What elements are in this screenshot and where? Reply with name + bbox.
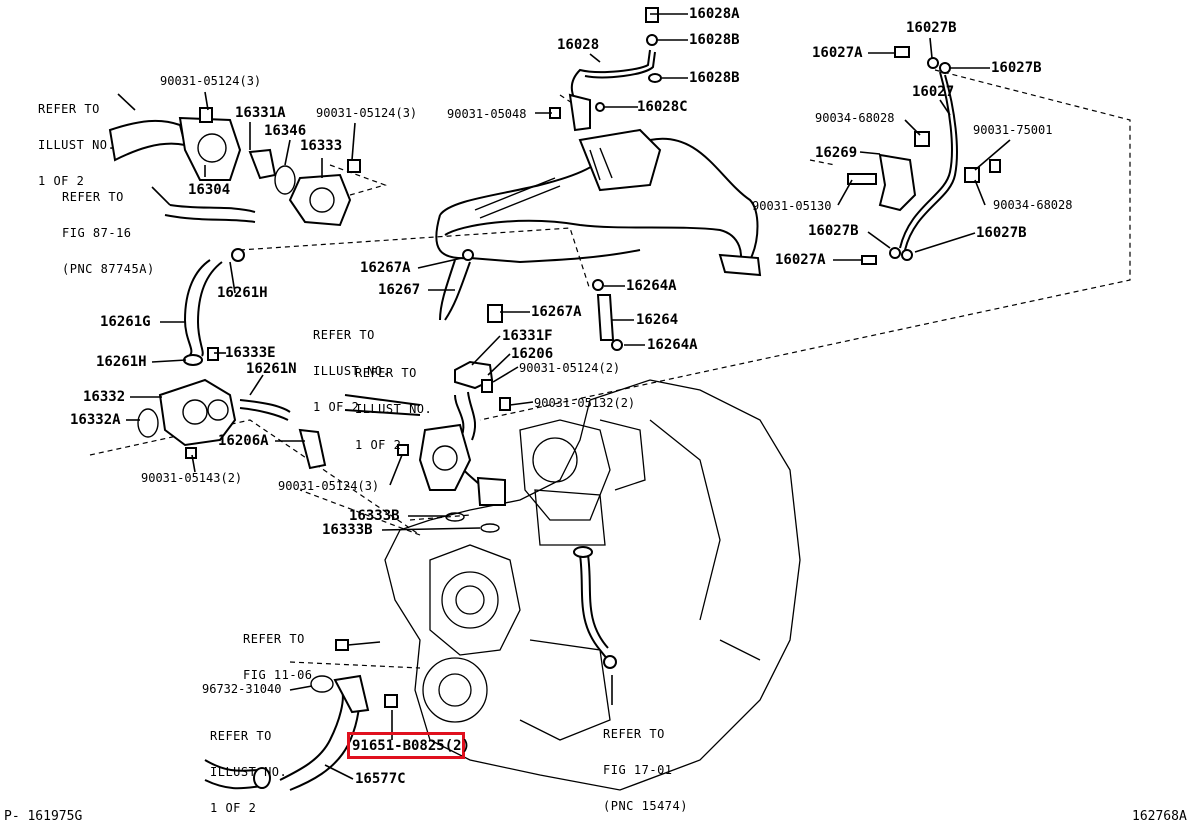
callout-90031-05124-a[interactable]: 90031-05124(3) [160, 74, 262, 88]
callout-16028[interactable]: 16028 [557, 37, 600, 53]
refer-note-1-line1: REFER TO [38, 102, 100, 116]
callout-16264A-upper[interactable]: 16264A [626, 278, 677, 294]
refer-note-5-line1: REFER TO [243, 632, 305, 646]
thermostat-housing-center [344, 360, 511, 533]
refer-note-6-line3: 1 OF 2 [210, 801, 257, 815]
callout-16332A[interactable]: 16332A [70, 412, 121, 428]
callout-16206[interactable]: 16206 [511, 346, 554, 362]
pipe-15474-side [573, 546, 617, 669]
leader-lines [117, 13, 1011, 780]
callout-16261H-upper[interactable]: 16261H [217, 285, 268, 301]
callout-90031-05048[interactable]: 90031-05048 [447, 107, 527, 121]
callout-90031-05130[interactable]: 90031-05130 [752, 199, 832, 213]
callout-16264[interactable]: 16264 [636, 312, 679, 328]
callout-90031-05143[interactable]: 90031-05143(2) [141, 471, 243, 485]
refer-note-2-line2: FIG 87-16 [62, 226, 132, 240]
pipe-16028 [549, 7, 662, 132]
bypass-pipe-16027 [847, 46, 1001, 265]
callout-16577C[interactable]: 16577C [355, 771, 406, 787]
callout-16267A-lower[interactable]: 16267A [531, 304, 582, 320]
callout-90034-68028-lower[interactable]: 90034-68028 [993, 198, 1073, 212]
callout-16261N[interactable]: 16261N [246, 361, 297, 377]
callout-16027A-top[interactable]: 16027A [812, 45, 863, 61]
refer-note-5: REFER TO FIG 11-06 [243, 609, 313, 693]
callout-16027A-lower[interactable]: 16027A [775, 252, 826, 268]
callout-16269[interactable]: 16269 [815, 145, 858, 161]
hose-16577C [204, 674, 398, 791]
callout-16267[interactable]: 16267 [378, 282, 421, 298]
callout-90031-05124-d[interactable]: 90031-05124(3) [278, 479, 380, 493]
callout-16027B-lower-right[interactable]: 16027B [976, 225, 1027, 241]
hose-16261G [183, 248, 245, 366]
callout-16346[interactable]: 16346 [264, 123, 307, 139]
refer-note-7-line2: FIG 17-01 [603, 763, 673, 777]
callout-16028A[interactable]: 16028A [689, 6, 740, 22]
refer-note-7-line3: (PNC 15474) [603, 799, 688, 813]
refer-note-4: REFER TO ILLUST NO. 1 OF 2 [355, 343, 432, 463]
refer-note-1: REFER TO ILLUST NO. 1 OF 2 [38, 79, 115, 199]
callout-16261H-lower[interactable]: 16261H [96, 354, 147, 370]
callout-16333B-upper[interactable]: 16333B [349, 508, 400, 524]
refer-note-3: REFER TO ILLUST NO. 1 OF 2 [313, 305, 390, 425]
callout-16304[interactable]: 16304 [188, 182, 231, 198]
refer-note-4-line2: ILLUST NO. [355, 402, 433, 416]
callout-90031-05124-b[interactable]: 90031-05124(3) [316, 106, 418, 120]
callout-16331F[interactable]: 16331F [502, 328, 553, 344]
callout-16028C[interactable]: 16028C [637, 99, 688, 115]
water-inlet-16332 [137, 378, 327, 470]
callout-16332[interactable]: 16332 [83, 389, 126, 405]
callout-90034-68028-upper[interactable]: 90034-68028 [815, 111, 895, 125]
callout-90031-75001[interactable]: 90031-75001 [973, 123, 1053, 137]
hose-16264 [592, 279, 623, 351]
callout-16264A-lower[interactable]: 16264A [647, 337, 698, 353]
refer-note-2-line1: REFER TO [62, 190, 124, 204]
engine-block [384, 379, 801, 791]
illustration-id-left: P- 161975G [4, 809, 83, 824]
refer-note-4-line3: 1 OF 2 [355, 438, 402, 452]
refer-note-6-line1: REFER TO [210, 729, 272, 743]
callout-16333[interactable]: 16333 [300, 138, 343, 154]
refer-note-4-line1: REFER TO [355, 366, 417, 380]
water-outlet-assembly [108, 107, 361, 227]
refer-note-1-line2: ILLUST NO. [38, 138, 116, 152]
bolt-11-06 [335, 639, 381, 651]
callout-16267A-upper[interactable]: 16267A [360, 260, 411, 276]
callout-91651-B0825-highlighted[interactable]: 91651-B0825(2) [352, 738, 471, 754]
illustration-id-right: 162768A [1132, 809, 1187, 824]
refer-note-2: REFER TO FIG 87-16 (PNC 87745A) [62, 167, 155, 287]
callout-90031-05132[interactable]: 90031-05132(2) [534, 396, 636, 410]
callout-16027B-top[interactable]: 16027B [906, 20, 957, 36]
refer-note-3-line1: REFER TO [313, 328, 375, 342]
refer-note-5-line2: FIG 11-06 [243, 668, 313, 682]
callout-16331A[interactable]: 16331A [235, 105, 286, 121]
refer-note-2-line3: (PNC 87745A) [62, 262, 155, 276]
refer-note-6: REFER TO ILLUST NO. 1 OF 2 [210, 706, 287, 826]
refer-note-1-line3: 1 OF 2 [38, 174, 85, 188]
highlight-box [347, 732, 465, 759]
refer-note-3-line3: 1 OF 2 [313, 400, 360, 414]
callout-96732-31040[interactable]: 96732-31040 [202, 682, 282, 696]
refer-note-6-line2: ILLUST NO. [210, 765, 288, 779]
callout-90031-05124-c[interactable]: 90031-05124(2) [519, 361, 621, 375]
refer-note-3-line2: ILLUST NO. [313, 364, 391, 378]
callout-16028B-upper[interactable]: 16028B [689, 32, 740, 48]
callout-16027B-right[interactable]: 16027B [991, 60, 1042, 76]
callout-16206A[interactable]: 16206A [218, 433, 269, 449]
callout-16027[interactable]: 16027 [912, 84, 955, 100]
refer-note-7-line1: REFER TO [603, 727, 665, 741]
refer-note-7: REFER TO FIG 17-01 (PNC 15474) [603, 704, 688, 824]
callout-16261G[interactable]: 16261G [100, 314, 151, 330]
water-pipe-16267 [435, 128, 762, 323]
callout-16027B-lower-left[interactable]: 16027B [808, 223, 859, 239]
callout-16333E[interactable]: 16333E [225, 345, 276, 361]
callout-16028B-lower[interactable]: 16028B [689, 70, 740, 86]
callout-16333B-lower[interactable]: 16333B [322, 522, 373, 538]
